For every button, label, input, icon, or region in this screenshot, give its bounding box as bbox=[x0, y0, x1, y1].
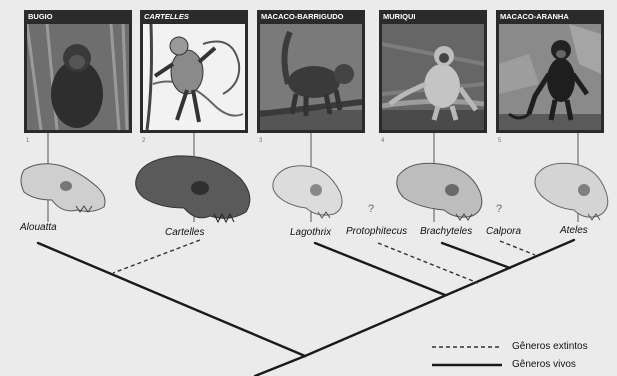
bugio-photo bbox=[27, 24, 129, 130]
panel-muriqui: MURIQUI 4 bbox=[379, 10, 487, 133]
skull-ateles bbox=[535, 163, 608, 220]
cartelles-illustration bbox=[143, 24, 245, 130]
legend-living-label: Gêneros vivos bbox=[512, 359, 576, 370]
panel-title: MURIQUI bbox=[379, 10, 487, 23]
panel-title: CARTELLES bbox=[140, 10, 248, 23]
panel-title: MACACO-BARRIGUDO bbox=[257, 10, 365, 23]
panel-macaco-aranha: MACACO-ARANHA 5 bbox=[496, 10, 604, 133]
skull-cartelles bbox=[136, 156, 250, 222]
panel-number: 2 bbox=[142, 138, 145, 144]
legend-extinct-label: Gêneros extintos bbox=[512, 341, 588, 352]
macaco-aranha-photo bbox=[499, 24, 601, 130]
panel-title: MACACO-ARANHA bbox=[496, 10, 604, 23]
skull-brachyteles bbox=[397, 163, 482, 220]
panel-number: 3 bbox=[259, 138, 262, 144]
label-alouatta: Alouatta bbox=[20, 222, 57, 233]
label-calpora: Calpora bbox=[486, 226, 521, 237]
panel-macaco-barrigudo: MACACO-BARRIGUDO 3 bbox=[257, 10, 365, 133]
macaco-barrigudo-photo bbox=[260, 24, 362, 130]
panel-number: 1 bbox=[26, 138, 29, 144]
skull-alouatta bbox=[21, 164, 105, 212]
question-mark-calpora: ? bbox=[496, 203, 502, 215]
living-branches bbox=[38, 240, 574, 376]
panel-number: 5 bbox=[498, 138, 501, 144]
label-lagothrix: Lagothrix bbox=[290, 227, 331, 238]
muriqui-photo bbox=[382, 24, 484, 130]
label-brachyteles: Brachyteles bbox=[420, 226, 472, 237]
skull-lagothrix bbox=[273, 166, 342, 218]
question-mark-protophitecus: ? bbox=[368, 203, 374, 215]
panel-title: BUGIO bbox=[24, 10, 132, 23]
panel-number: 4 bbox=[381, 138, 384, 144]
panel-cartelles: CARTELLES 2 bbox=[140, 10, 248, 133]
label-protophitecus: Protophitecus bbox=[346, 226, 407, 237]
label-cartelles: Cartelles bbox=[165, 227, 204, 238]
label-ateles: Ateles bbox=[560, 225, 588, 236]
panel-bugio: BUGIO 1 bbox=[24, 10, 132, 133]
